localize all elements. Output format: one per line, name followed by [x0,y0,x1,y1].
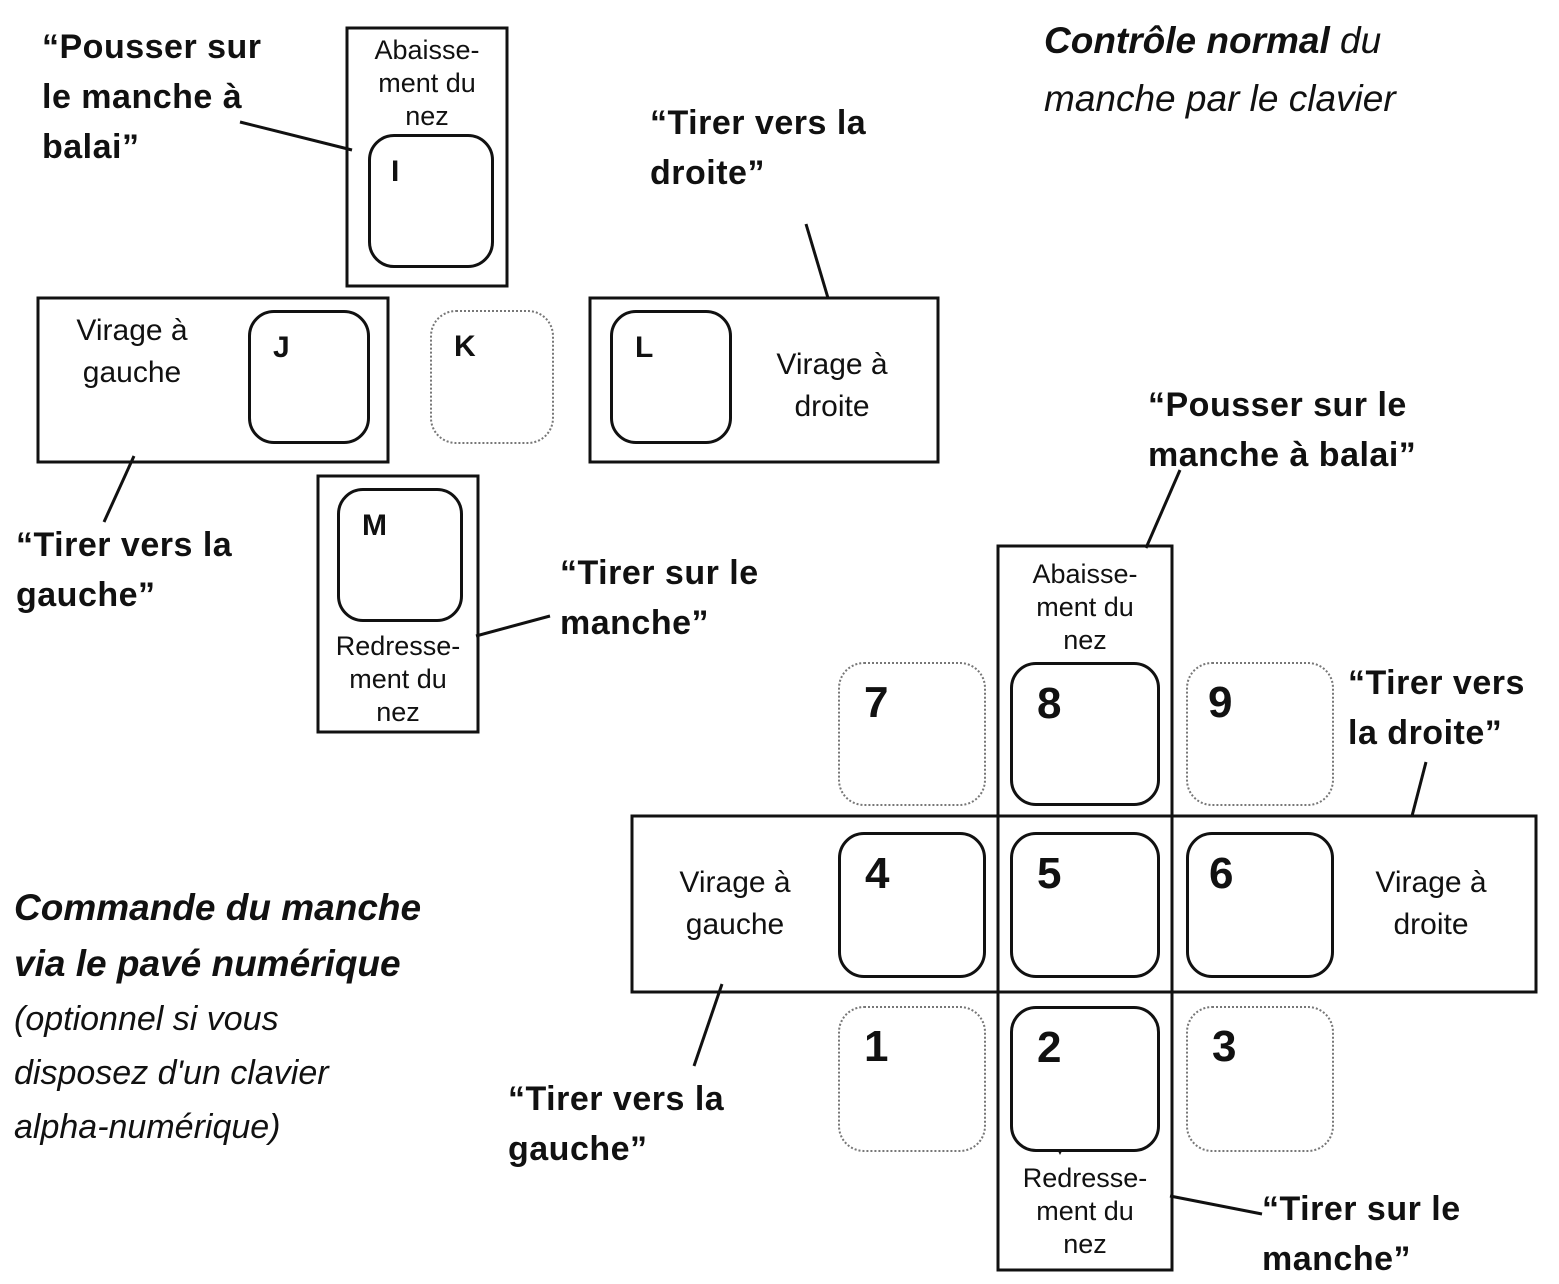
numpad-leader-pull-left [692,983,724,1067]
numpad-key-3-label: 3 [1212,1022,1237,1071]
quote-pull-stick: “Tirer sur le manche” [560,554,759,642]
numpad-key-9[interactable]: 9 [1186,662,1334,806]
numpad-key-6[interactable]: 6 [1186,832,1334,978]
numpad-key-2-label: 2 [1037,1023,1062,1072]
label-left-turn: Virage à gauche [76,314,188,389]
leader-pull-stick [475,614,551,638]
numpad-column-frame [996,544,1174,1272]
numpad-key-6-label: 6 [1209,849,1234,898]
numpad-label-nose-down: Abaisse- ment du nez [1032,559,1138,655]
numpad-key-1-label: 1 [864,1022,889,1071]
quote-pull-right: “Tirer vers la droite” [650,104,867,192]
leader-push [239,120,353,152]
leader-pull-left [102,455,136,523]
numpad-leader-pull-right [1410,761,1428,817]
keyboard-title-line2: manche par le clavier [1044,78,1396,119]
numpad-key-5[interactable]: 5 [1010,832,1160,978]
quote-push: “Pousser sur le manche à balai” [42,28,262,166]
frame-key-l [588,296,940,464]
frame-key-j [36,296,390,464]
numpad-key-4-label: 4 [865,849,890,898]
numpad-key-1[interactable]: 1 [838,1006,986,1152]
key-i[interactable]: I [368,134,494,268]
key-l-label: L [635,331,654,364]
key-k[interactable]: K [430,310,554,444]
numpad-quote-pull-left: “Tirer vers la gauche” [508,1080,725,1168]
numpad-key-5-label: 5 [1037,849,1062,898]
numpad-quote-pull-stick: “Tirer sur le manche” [1262,1190,1461,1278]
numpad-leader-pull-stick [1169,1194,1263,1216]
label-nose-down: Abaisse- ment du nez [374,35,480,131]
key-k-label: K [454,330,476,363]
numpad-key-3[interactable]: 3 [1186,1006,1334,1152]
numpad-key-2[interactable]: 2 [1010,1006,1160,1152]
numpad-quote-pull-right: “Tirer vers la droite” [1348,664,1525,752]
key-l[interactable]: L [610,310,732,444]
leader-pull-right [804,223,830,299]
frame-key-m [316,474,480,734]
key-m[interactable]: M [337,488,463,622]
quote-pull-left: “Tirer vers la gauche” [16,526,233,614]
numpad-title: Commande du manche via le pavé numérique [14,880,421,992]
key-m-label: M [362,509,387,542]
numpad-title-line1: Commande du manche [14,887,422,928]
numpad-leader-push [1144,469,1182,549]
numpad-quote-push: “Pousser sur le manche à balai” [1148,386,1417,474]
key-j-label: J [273,331,290,364]
numpad-label-nose-up: Redresse- ment du nez [1022,1163,1148,1259]
numpad-key-9-label: 9 [1208,678,1233,727]
key-i-label: I [391,155,400,188]
numpad-label-left-turn: Virage à gauche [679,866,791,941]
numpad-key-8[interactable]: 8 [1010,662,1160,806]
keyboard-title-suffix: du [1329,20,1382,61]
numpad-title-line2: via le pavé numérique [14,943,401,984]
frame-key-i [345,26,509,288]
numpad-row-frame [630,814,1538,994]
keyboard-title: Contrôle normal du manche par le clavier [1044,12,1396,128]
keyboard-title-bold: Contrôle normal [1044,20,1330,61]
numpad-key-8-label: 8 [1037,679,1062,728]
numpad-key-4[interactable]: 4 [838,832,986,978]
label-right-turn: Virage à droite [776,348,888,423]
numpad-key-7-label: 7 [864,678,889,727]
label-nose-up: Redresse- ment du nez [335,631,461,727]
numpad-note: (optionnel si vous disposez d'un clavier… [14,1000,329,1146]
key-j[interactable]: J [248,310,370,444]
numpad-label-right-turn: Virage à droite [1375,866,1487,941]
numpad-key-7[interactable]: 7 [838,662,986,806]
